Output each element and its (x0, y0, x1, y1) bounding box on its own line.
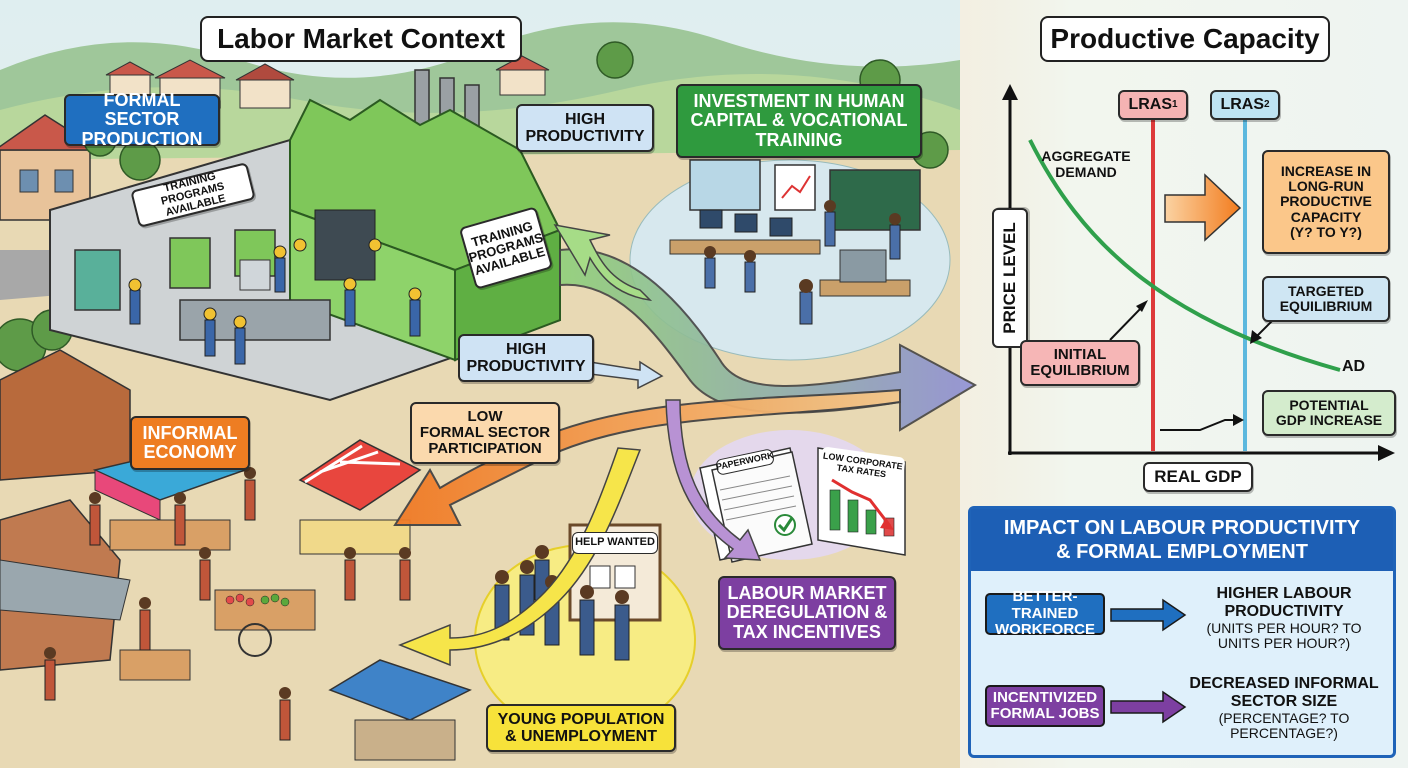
y-axis-arrowhead (1002, 84, 1018, 100)
pointer-initial (1109, 304, 1145, 341)
village-houses (0, 55, 550, 221)
low-formal-label: LOW FORMAL SECTOR PARTICIPATION (410, 402, 560, 464)
initial-equilibrium-label: INITIAL EQUILIBRIUM (1020, 340, 1140, 386)
deregulation-label: LABOUR MARKET DEREGULATION & TAX INCENTI… (718, 576, 896, 650)
shift-arrow (1164, 173, 1242, 242)
incentivized-formal-jobs: INCENTIVIZED FORMAL JOBS (985, 685, 1105, 727)
pointer-initial-head (1136, 300, 1148, 312)
decreased-informal-block: DECREASED INFORMAL SECTOR SIZE (PERCENTA… (1189, 675, 1379, 742)
better-trained-workforce: BETTER-TRAINED WORKFORCE (985, 589, 1105, 638)
left-title: Labor Market Context (200, 16, 522, 62)
potential-gdp-label: POTENTIAL GDP INCREASE (1262, 390, 1396, 436)
higher-productivity-text: HIGHER LABOUR PRODUCTIVITY (1216, 585, 1352, 620)
decreased-informal-note: (PERCENTAGE? TO PERCENTAGE?) (1218, 709, 1350, 742)
aggregate-demand-text: AGGREGATE DEMAND (1041, 148, 1131, 181)
informal-market (0, 349, 472, 761)
decreased-informal-text: DECREASED INFORMAL SECTOR SIZE (1189, 675, 1379, 710)
right-title: Productive Capacity (1040, 16, 1330, 62)
higher-productivity-block: HIGHER LABOUR PRODUCTIVITY (UNITS PER HO… (1189, 585, 1379, 652)
y-axis-label: PRICE LEVEL (992, 208, 1028, 348)
flow-arrow-to-formal (553, 223, 653, 302)
higher-productivity-note: (UNITS PER HOUR? TO UNITS PER HOUR?) (1206, 619, 1362, 652)
x-axis-arrowhead (1378, 445, 1395, 461)
flow-arrow-to-capacity (559, 248, 978, 432)
flow-arrow-to-informal (393, 388, 901, 526)
pointer-targeted-head (1250, 330, 1262, 344)
increase-capacity-label: INCREASE IN LONG-RUN PRODUCTIVE CAPACITY… (1262, 150, 1390, 254)
informal-economy-label: INFORMAL ECONOMY (130, 416, 250, 470)
ad-curve (1028, 139, 1341, 372)
high-productivity-top-label: HIGH PRODUCTIVITY (516, 104, 654, 152)
ad-text: AD (1342, 358, 1366, 375)
impact-panel: IMPACT ON LABOUR PRODUCTIVITY & FORMAL E… (968, 506, 1396, 758)
high-productivity-mid-label: HIGH PRODUCTIVITY (458, 334, 594, 382)
arrow-high-productivity (589, 360, 664, 390)
young-population-label: YOUNG POPULATION & UNEMPLOYMENT (486, 704, 676, 752)
impact-arrow-1 (1110, 598, 1187, 632)
x-axis-label: REAL GDP (1143, 462, 1253, 492)
pointer-potential (1160, 419, 1240, 431)
formal-sector-label: FORMAL SECTOR PRODUCTION (64, 90, 220, 148)
flow-arrow-to-dereg (665, 399, 762, 561)
classroom-scene (629, 159, 951, 361)
investment-label: INVESTMENT IN HUMAN CAPITAL & VOCATIONAL… (676, 84, 922, 158)
impact-title: IMPACT ON LABOUR PRODUCTIVITY & FORMAL E… (971, 509, 1393, 571)
help-wanted-sign: HELP WANTED (572, 532, 658, 554)
factory-workers (128, 238, 422, 365)
impact-arrow-2 (1110, 690, 1187, 724)
pointer-potential-head (1233, 414, 1244, 426)
targeted-equilibrium-label: TARGETED EQUILIBRIUM (1262, 276, 1390, 322)
